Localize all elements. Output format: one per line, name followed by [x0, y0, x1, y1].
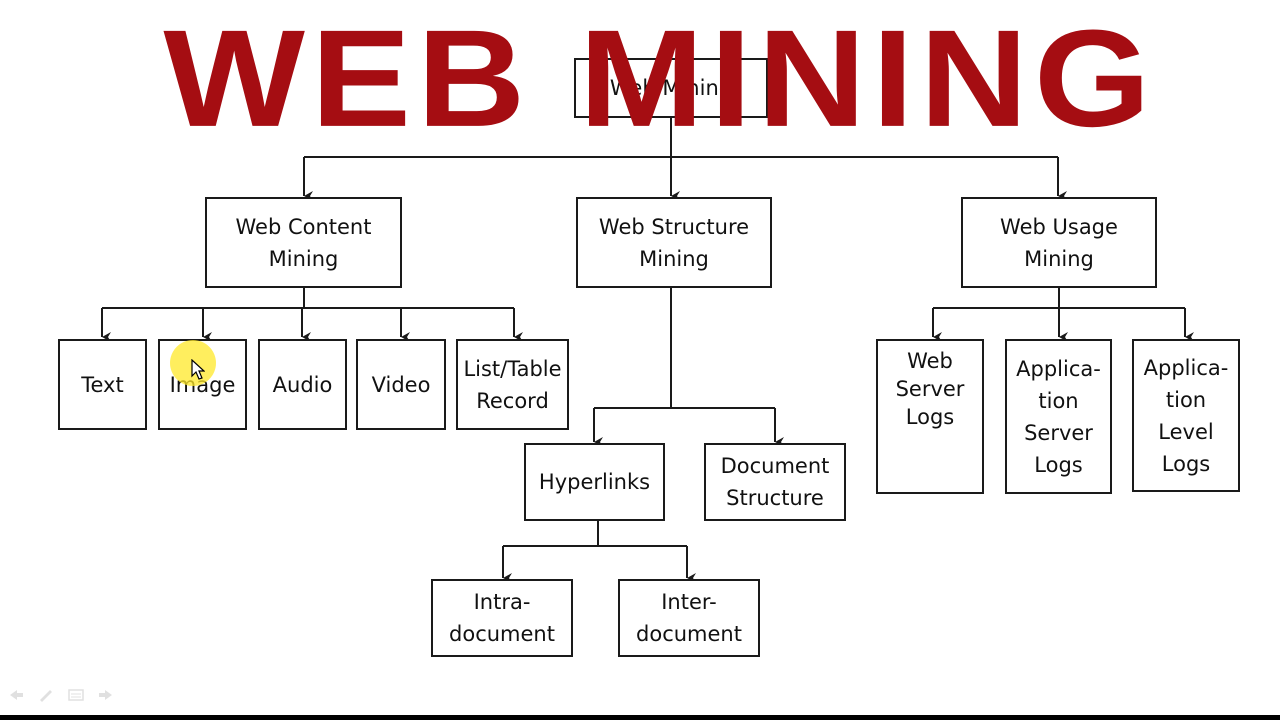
hyperlinks-label: Hyperlinks: [538, 470, 651, 494]
list-table-record-label: List/Table Record: [463, 356, 562, 413]
application-server-logs-node: Applica- tion Server Logs: [1005, 339, 1112, 494]
inter-document-node: Inter- document: [618, 579, 760, 657]
web-usage-mining-node: Web Usage Mining: [961, 197, 1157, 288]
list-table-record-node: List/Table Record: [456, 339, 569, 430]
intra-document-node: Intra- document: [431, 579, 573, 657]
slideshow-toolbar: [8, 688, 114, 702]
intra-document-label: Intra- document: [449, 590, 555, 646]
text-node: Text: [58, 339, 147, 430]
root-node: Web Mining: [574, 58, 768, 118]
web-server-logs-node: Web Server Logs: [876, 339, 984, 494]
document-structure-node: Document Structure: [704, 443, 846, 521]
hyperlinks-node: Hyperlinks: [524, 443, 665, 521]
prev-slide-icon[interactable]: [8, 688, 24, 702]
video-node-label: Video: [371, 372, 431, 397]
text-node-label: Text: [81, 372, 124, 397]
video-node: Video: [356, 339, 446, 430]
web-structure-mining-label: Web Structure Mining: [598, 214, 750, 271]
web-structure-mining-node: Web Structure Mining: [576, 197, 772, 288]
inter-document-label: Inter- document: [636, 590, 742, 646]
pen-icon[interactable]: [38, 688, 54, 702]
web-content-mining-node: Web Content Mining: [205, 197, 402, 288]
application-level-logs-label: Applica- tion Level Logs: [1143, 355, 1229, 476]
menu-icon[interactable]: [68, 688, 84, 702]
root-node-label: Web Mining: [609, 76, 733, 100]
web-usage-mining-label: Web Usage Mining: [1000, 214, 1118, 271]
audio-node: Audio: [258, 339, 347, 430]
web-server-logs-label: Web Server Logs: [895, 349, 965, 429]
audio-node-label: Audio: [272, 372, 333, 397]
document-structure-label: Document Structure: [720, 454, 830, 510]
next-slide-icon[interactable]: [98, 688, 114, 702]
web-content-mining-label: Web Content Mining: [235, 214, 372, 271]
application-level-logs-node: Applica- tion Level Logs: [1132, 339, 1240, 492]
arrow-cursor-icon: [191, 359, 205, 380]
application-server-logs-label: Applica- tion Server Logs: [1016, 356, 1101, 477]
